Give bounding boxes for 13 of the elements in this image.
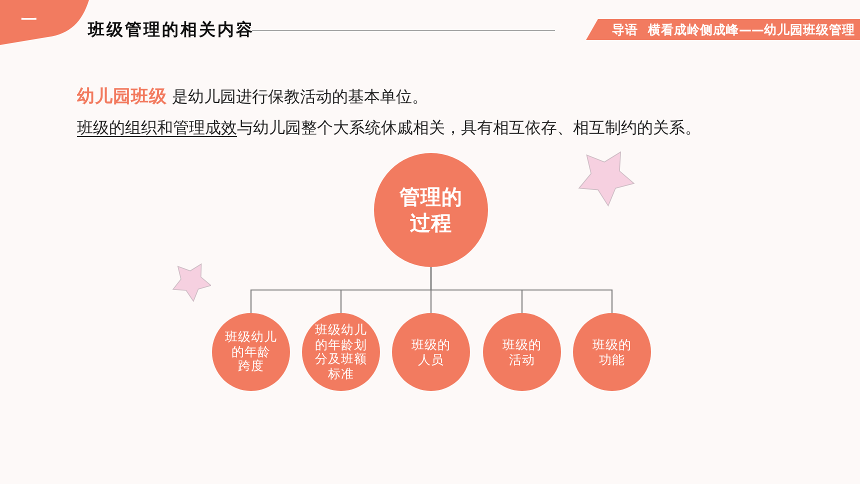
section-number: 一	[21, 9, 37, 31]
circle-node: 班级的活动	[483, 313, 561, 391]
connector-line	[430, 267, 613, 313]
circle-node: 班级幼儿的年龄跨度	[212, 313, 290, 391]
circle-node: 管理的过程	[374, 153, 488, 267]
circle-node: 班级的人员	[392, 313, 470, 391]
body-text: 班级的组织和管理成效与幼儿园整个大系统休戚相关，具有相互依存、相互制约的关系。	[77, 117, 701, 139]
circle-node: 班级幼儿的年龄划分及班额标准	[302, 313, 380, 391]
slide-title: 班级管理的相关内容	[88, 19, 254, 41]
circle-node: 班级的功能	[573, 313, 651, 391]
banner-text: 导语	[612, 21, 638, 39]
banner-text: 横看成岭侧成峰——幼儿园班级管理	[648, 21, 855, 39]
body-text: 幼儿园班级 是幼儿园进行保教活动的基本单位。	[77, 86, 428, 108]
